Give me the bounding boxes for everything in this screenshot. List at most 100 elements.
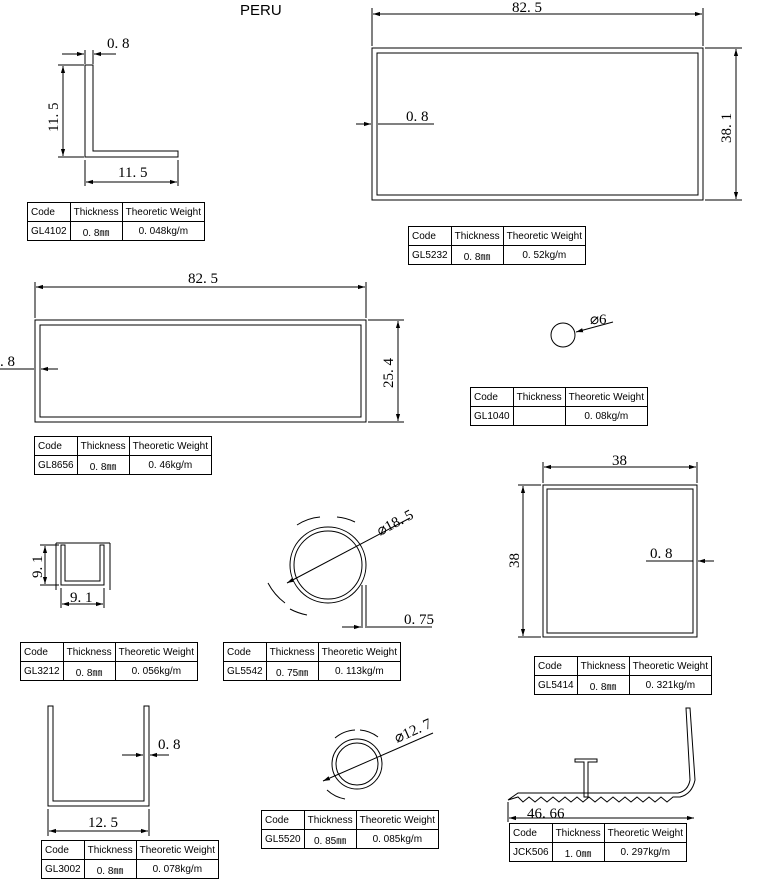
gl5542-diameter-dim: ⌀18. 5: [374, 507, 416, 539]
thickness-cell: 0. 85㎜: [303, 829, 357, 849]
header-thickness: Thickness: [62, 642, 116, 662]
thickness-cell: 0. 8㎜: [69, 221, 123, 241]
gl3212-height-dim: 9. 1: [30, 556, 46, 579]
header-weight: Theoretic Weight: [121, 202, 206, 222]
thickness-cell: 0. 8㎜: [62, 661, 116, 681]
weight-cell: 0. 08kg/m: [564, 406, 649, 426]
header-code: Code: [27, 202, 71, 222]
gl5232-spec-table: Code Thickness Theoretic Weight GL5232 0…: [408, 226, 587, 265]
header-thickness: Thickness: [76, 436, 130, 456]
header-code: Code: [470, 387, 514, 407]
header-weight: Theoretic Weight: [603, 823, 688, 843]
header-thickness: Thickness: [303, 810, 357, 830]
weight-cell: 0. 085kg/m: [355, 829, 440, 849]
header-code: Code: [41, 840, 85, 860]
code-cell: GL5542: [223, 661, 267, 681]
header-thickness: Thickness: [265, 642, 319, 662]
gl5232-rectangle-profile: 82. 5 0. 8 38. 1: [356, 0, 742, 201]
weight-cell: 0. 321kg/m: [628, 675, 713, 695]
weight-cell: 0. 056kg/m: [114, 661, 199, 681]
gl5520-spec-table: Code Thickness Theoretic Weight GL5520 0…: [261, 810, 440, 849]
gl3002-thickness-dim: 0. 8: [158, 737, 181, 753]
header-code: Code: [261, 810, 305, 830]
header-code: Code: [34, 436, 78, 456]
header-thickness: Thickness: [69, 202, 123, 222]
gl8656-height-dim: 25. 4: [381, 358, 397, 389]
weight-cell: 0. 52kg/m: [502, 245, 587, 265]
header-code: Code: [408, 226, 452, 246]
weight-cell: 0. 078kg/m: [135, 859, 220, 879]
header-code: Code: [534, 656, 578, 676]
thickness-cell: 0. 8㎜: [450, 245, 504, 265]
header-code: Code: [223, 642, 267, 662]
jck506-spec-table: Code Thickness Theoretic Weight JCK506 1…: [509, 823, 688, 862]
weight-cell: 0. 113kg/m: [317, 661, 402, 681]
gl5542-thickness-dim: 0. 75: [404, 612, 434, 628]
header-weight: Theoretic Weight: [128, 436, 213, 456]
gl5520-round-profile: ⌀12. 7: [322, 716, 435, 800]
header-weight: Theoretic Weight: [114, 642, 199, 662]
gl1040-diameter-dim: ⌀6: [590, 312, 607, 328]
gl4102-spec-table: Code Thickness Theoretic Weight GL4102 0…: [27, 202, 206, 241]
gl4102-width-dim: 11. 5: [118, 165, 147, 181]
gl8656-rectangle-profile: 82. 5 . 8 25. 4: [0, 271, 404, 423]
header-thickness: Thickness: [512, 387, 566, 407]
code-cell: JCK506: [509, 842, 553, 862]
gl3002-spec-table: Code Thickness Theoretic Weight GL3002 0…: [41, 840, 220, 879]
code-cell: GL8656: [34, 455, 78, 475]
header-thickness: Thickness: [83, 840, 137, 860]
gl1040-round-profile: ⌀6: [550, 312, 614, 348]
code-cell: GL3212: [20, 661, 64, 681]
header-weight: Theoretic Weight: [502, 226, 587, 246]
thickness-cell: [512, 406, 566, 426]
code-cell: GL3002: [41, 859, 85, 879]
header-thickness: Thickness: [551, 823, 605, 843]
jck506-width-dim: 46. 66: [527, 806, 565, 822]
gl5232-height-dim: 38. 1: [719, 113, 735, 143]
thickness-cell: 1. 0㎜: [551, 842, 605, 862]
header-weight: Theoretic Weight: [564, 387, 649, 407]
gl5414-square-profile: 38 38 0. 8: [507, 453, 714, 638]
code-cell: GL1040: [470, 406, 514, 426]
gl5232-width-dim: 82. 5: [512, 0, 542, 16]
header-weight: Theoretic Weight: [135, 840, 220, 860]
gl5414-spec-table: Code Thickness Theoretic Weight GL5414 0…: [534, 656, 713, 695]
gl5414-width-dim: 38: [612, 453, 627, 469]
gl5232-thickness-dim: 0. 8: [406, 109, 429, 125]
thickness-cell: 0. 8㎜: [576, 675, 630, 695]
page-title: PERU: [240, 2, 282, 19]
gl4102-thickness-dim: 0. 8: [107, 36, 130, 52]
header-code: Code: [20, 642, 64, 662]
code-cell: GL5520: [261, 829, 305, 849]
gl4102-height-dim: 11. 5: [46, 103, 62, 132]
code-cell: GL5414: [534, 675, 578, 695]
jck506-nosing-profile: 46. 66: [507, 707, 696, 822]
gl1040-spec-table: Code Thickness Theoretic Weight GL1040 0…: [470, 387, 649, 426]
header-weight: Theoretic Weight: [317, 642, 402, 662]
header-code: Code: [509, 823, 553, 843]
header-thickness: Thickness: [450, 226, 504, 246]
header-weight: Theoretic Weight: [355, 810, 440, 830]
header-weight: Theoretic Weight: [628, 656, 713, 676]
code-cell: GL5232: [408, 245, 452, 265]
gl8656-spec-table: Code Thickness Theoretic Weight GL8656 0…: [34, 436, 213, 475]
weight-cell: 0. 048kg/m: [121, 221, 206, 241]
gl5542-spec-table: Code Thickness Theoretic Weight GL5542 0…: [223, 642, 402, 681]
weight-cell: 0. 46kg/m: [128, 455, 213, 475]
gl3002-channel-profile: 12. 5 0. 8: [47, 705, 181, 836]
gl3212-channel-profile: 9. 1 9. 1: [30, 542, 111, 608]
weight-cell: 0. 297kg/m: [603, 842, 688, 862]
gl8656-width-dim: 82. 5: [188, 271, 218, 287]
gl5414-thickness-dim: 0. 8: [650, 546, 673, 562]
gl3212-width-dim: 9. 1: [70, 590, 93, 606]
thickness-cell: 0. 8㎜: [76, 455, 130, 475]
code-cell: GL4102: [27, 221, 71, 241]
header-thickness: Thickness: [576, 656, 630, 676]
gl5542-round-profile: ⌀18. 5 0. 75: [267, 507, 434, 630]
thickness-cell: 0. 75㎜: [265, 661, 319, 681]
gl5414-height-dim: 38: [507, 553, 523, 568]
gl4102-angle-profile: 0. 8 11. 5 11. 5: [46, 36, 179, 186]
gl3002-width-dim: 12. 5: [88, 815, 118, 831]
gl8656-thickness-dim: . 8: [0, 354, 15, 370]
